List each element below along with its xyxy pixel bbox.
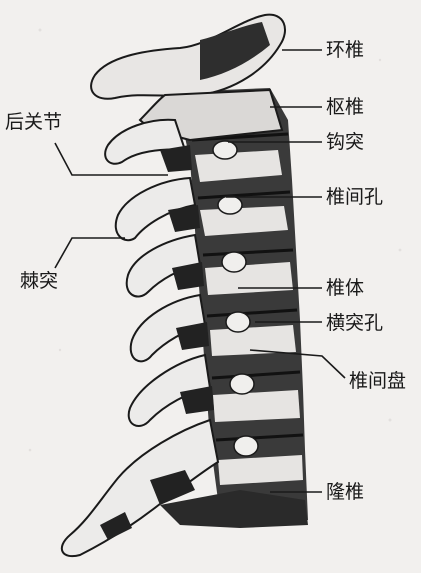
label-intervertebral-foramen: 椎间孔 [326, 186, 383, 208]
label-transverse-foramen: 横突孔 [326, 312, 383, 334]
label-spinous-process: 棘突 [20, 270, 58, 292]
label-vertebral-body: 椎体 [326, 277, 364, 299]
cervical-spine [62, 15, 308, 556]
label-axis: 枢椎 [326, 96, 364, 118]
label-intervertebral-disc: 椎间盘 [349, 370, 406, 392]
label-uncinate-process: 钩突 [326, 131, 364, 153]
label-vertebra-prominens: 隆椎 [326, 481, 364, 503]
leader-spinous [55, 238, 125, 268]
label-posterior-facet-joint: 后关节 [5, 111, 62, 133]
label-atlas: 环椎 [326, 39, 364, 61]
